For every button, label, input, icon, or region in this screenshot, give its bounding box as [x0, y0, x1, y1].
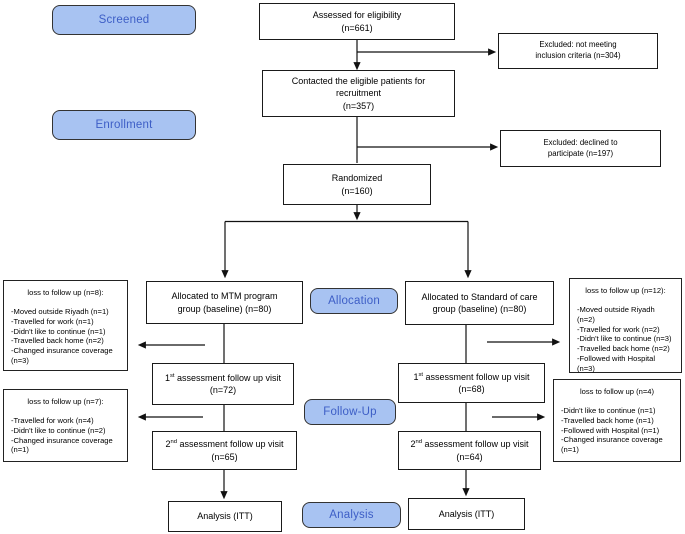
loss-panel-soc-visit2: loss to follow up (n=4) -Didn't like to …: [553, 379, 681, 462]
visit1-mtm-line1: 1st assessment follow up visit: [165, 372, 281, 384]
alloc-mtm-line2: group (baseline) (n=80): [177, 303, 272, 314]
loss-item: -Followed with Hospital (n=3): [577, 354, 656, 374]
visit2-mtm-count: (n=65): [211, 451, 238, 462]
excluded2-line2: participate (n=197): [547, 148, 614, 158]
loss-item: -Travelled back home (n=2): [11, 336, 104, 346]
assessed-count: (n=661): [341, 22, 373, 33]
randomized-count: (n=160): [341, 185, 373, 196]
randomized-box: Randomized (n=160): [283, 164, 431, 205]
loss-item: -Didn't like to continue (n=2): [11, 425, 106, 435]
randomized-line1: Randomized: [331, 173, 383, 184]
visit1-mtm-ordinal: 1: [164, 372, 170, 383]
loss-item: -Didn't like to continue (n=3): [577, 334, 672, 344]
loss-item: -Travelled back home (n=2): [577, 344, 670, 354]
assessed-line1: Assessed for eligibility: [312, 10, 402, 21]
loss-item: -Didn't like to continue (n=1): [11, 326, 106, 336]
loss-item: -Changed insurance coverage (n=1): [11, 435, 113, 455]
visit2-mtm-ordinal: 2: [165, 439, 171, 450]
loss-item: -Travelled for work (n=4): [11, 415, 94, 425]
excluded-declined-box: Excluded: declined to participate (n=197…: [500, 130, 661, 167]
visit1-soc-ordinal: 1: [413, 371, 419, 382]
visit1-mtm-count: (n=72): [209, 385, 237, 395]
loss-panel-soc-visit1: loss to follow up (n=12): -Moved outside…: [569, 278, 682, 373]
excluded1-line2: inclusion criteria (n=304): [535, 51, 621, 60]
second-visit-soc-box: 2nd assessment follow up visit (n=64): [398, 431, 541, 470]
visit1-mtm-text: assessment follow up visit: [174, 372, 282, 383]
contacted-line1: Contacted the eligible patients for: [291, 76, 426, 87]
loss-item: -Changed insurance coverage (n=3): [11, 346, 113, 366]
visit1-soc-text: assessment follow up visit: [423, 371, 530, 382]
loss-soc1-title: loss to follow up (n=12):: [585, 286, 666, 295]
visit1-soc-line1: 1st assessment follow up visit: [413, 371, 529, 383]
visit1-mtm-sup: st: [169, 372, 175, 379]
first-visit-soc-box: 1st assessment follow up visit (n=68): [398, 363, 545, 403]
analysis-itt-soc-box: Analysis (ITT): [408, 498, 525, 530]
stage-label-enrollment: Enrollment: [52, 110, 196, 140]
alloc-soc-line2: group (baseline) (n=80): [432, 304, 527, 314]
analysis-itt-mtm-box: Analysis (ITT): [168, 501, 282, 532]
loss-item: -Didn't like to continue (n=1): [561, 405, 656, 415]
excluded2-line1: Excluded: declined to: [543, 137, 618, 147]
loss-mtm1-title: loss to follow up (n=8):: [27, 288, 104, 297]
loss-item: -Travelled for work (n=2): [577, 324, 660, 334]
assessed-eligibility-box: Assessed for eligibility (n=661): [259, 3, 455, 40]
visit2-soc-sup: nd: [415, 439, 422, 446]
loss-item: -Moved outside Riyadh (n=2): [577, 304, 655, 324]
loss-panel-mtm-visit2: loss to follow up (n=7): -Travelled for …: [3, 389, 128, 462]
visit2-mtm-sup: nd: [170, 439, 177, 446]
visit1-soc-count: (n=68): [458, 384, 485, 394]
contacted-count: (n=357): [342, 100, 375, 111]
visit1-soc-sup: st: [418, 371, 423, 378]
second-visit-mtm-box: 2nd assessment follow up visit (n=65): [152, 431, 297, 470]
stage-label-allocation: Allocation: [310, 288, 398, 314]
visit2-soc-count: (n=64): [456, 451, 483, 462]
allocated-mtm-box: Allocated to MTM program group (baseline…: [146, 281, 303, 324]
stage-label-screened: Screened: [52, 5, 196, 35]
visit2-mtm-text: assessment follow up visit: [176, 439, 284, 450]
excluded1-line1: Excluded: not meeting: [539, 40, 617, 50]
stage-label-analysis: Analysis: [302, 502, 401, 528]
loss-mtm2-title: loss to follow up (n=7):: [27, 397, 104, 406]
visit2-soc-ordinal: 2: [410, 439, 416, 450]
visit2-soc-line1: 2nd assessment follow up visit: [410, 438, 528, 450]
loss-panel-mtm-visit1: loss to follow up (n=8): -Moved outside …: [3, 280, 128, 371]
contacted-patients-box: Contacted the eligible patients for recr…: [262, 70, 455, 117]
allocated-standard-care-box: Allocated to Standard of care group (bas…: [405, 281, 554, 325]
excluded-not-meeting-box: Excluded: not meeting inclusion criteria…: [498, 33, 658, 69]
loss-item: -Travelled back home (n=1): [561, 415, 654, 425]
visit2-mtm-line1: 2nd assessment follow up visit: [165, 438, 283, 450]
stage-label-follow-up: Follow-Up: [304, 399, 396, 425]
visit2-soc-text: assessment follow up visit: [421, 439, 529, 450]
loss-item: -Travelled for work (n=1): [11, 316, 94, 326]
first-visit-mtm-box: 1st assessment follow up visit (n=72): [152, 363, 294, 405]
loss-item: -Changed insurance coverage (n=1): [561, 435, 663, 455]
alloc-soc-line1: Allocated to Standard of care: [421, 291, 538, 302]
loss-soc2-title: loss to follow up (n=4): [579, 387, 655, 396]
alloc-mtm-line1: Allocated to MTM program: [171, 291, 278, 302]
contacted-line2: recruitment: [335, 88, 381, 99]
loss-item: -Followed with Hospital (n=1): [561, 425, 660, 435]
loss-item: -Moved outside Riyadh (n=1): [11, 306, 109, 316]
